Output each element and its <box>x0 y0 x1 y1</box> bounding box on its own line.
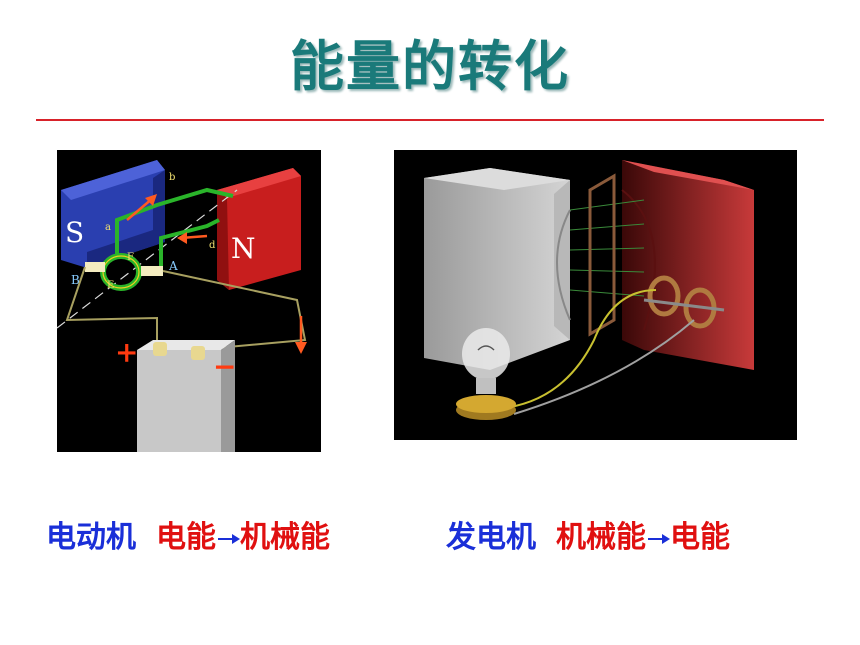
label-a: a <box>105 222 111 233</box>
magnet-n-label: N <box>231 232 256 265</box>
motor-to-energy: 机械能 <box>240 520 330 555</box>
battery-minus-label: − <box>213 350 236 383</box>
generator-caption: 发电机 机械能 电能 <box>446 512 730 556</box>
label-E: E <box>107 280 114 291</box>
right-arrow-icon <box>646 519 670 549</box>
motor-diagram-image: S N a b d B A F E <box>57 150 321 452</box>
generator-to-energy: 电能 <box>670 520 730 555</box>
page-title: 能量的转化 <box>290 34 570 98</box>
magnet-s-label: S <box>65 216 84 249</box>
right-arrow-icon <box>216 519 240 549</box>
generator-diagram-image <box>394 150 797 440</box>
label-F: F <box>127 252 134 263</box>
generator-label: 发电机 <box>446 520 536 555</box>
motor-caption: 电动机 电能 机械能 <box>46 512 330 556</box>
label-b: b <box>169 172 175 183</box>
motor-label: 电动机 <box>46 520 136 555</box>
label-A: A <box>168 259 178 273</box>
label-B: B <box>71 273 80 287</box>
generator-from-energy: 机械能 <box>556 520 646 555</box>
battery-plus-label: + <box>115 336 138 369</box>
title-divider <box>36 119 824 121</box>
motor-from-energy: 电能 <box>156 520 216 555</box>
label-d: d <box>209 240 216 251</box>
